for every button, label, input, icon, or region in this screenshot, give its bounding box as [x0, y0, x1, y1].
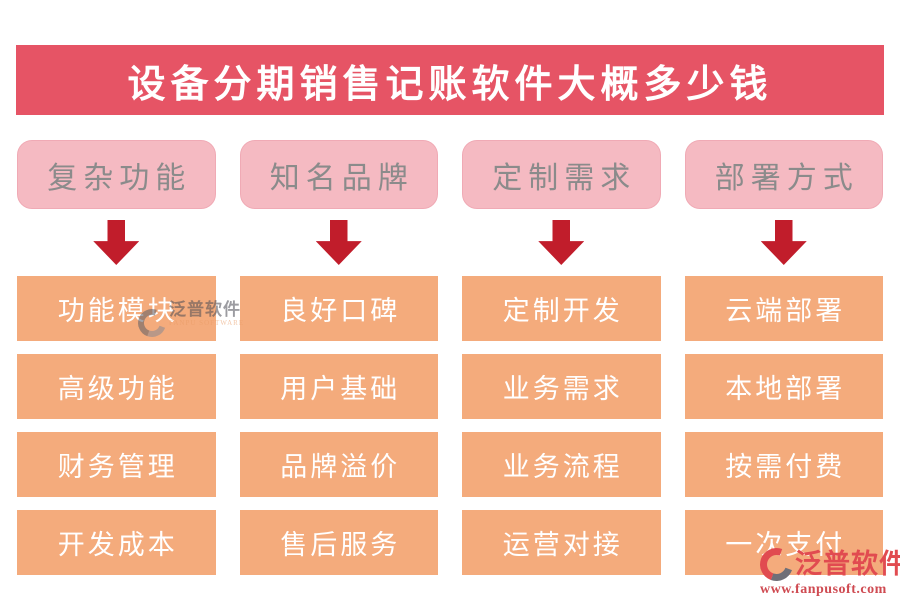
- column-header: 复杂功能: [17, 140, 216, 209]
- list-item: 功能模块: [17, 276, 216, 341]
- list-item: 一次支付: [684, 510, 883, 575]
- footer-website: www.fanpusoft.com: [760, 582, 887, 597]
- column-complex-features: 复杂功能 功能模块 高级功能 财务管理 开发成本: [17, 140, 216, 575]
- arrow-down-icon: [93, 220, 140, 265]
- list-item: 业务需求: [462, 354, 661, 419]
- list-item: 品牌溢价: [239, 432, 438, 497]
- list-item: 定制开发: [462, 276, 661, 341]
- column-known-brand: 知名品牌 良好口碑 用户基础 品牌溢价 售后服务: [239, 140, 438, 575]
- column-custom-needs: 定制需求 定制开发 业务需求 业务流程 运营对接: [462, 140, 661, 575]
- list-item: 云端部署: [684, 276, 883, 341]
- list-item: 财务管理: [17, 432, 216, 497]
- list-item: 运营对接: [462, 510, 661, 575]
- column-header: 部署方式: [684, 140, 883, 209]
- list-item: 按需付费: [684, 432, 883, 497]
- list-item: 良好口碑: [239, 276, 438, 341]
- arrow-down-icon: [315, 220, 362, 265]
- column-header: 定制需求: [462, 140, 661, 209]
- arrow-down-icon: [760, 220, 807, 265]
- column-header: 知名品牌: [239, 140, 438, 209]
- list-item: 业务流程: [462, 432, 661, 497]
- list-item: 售后服务: [239, 510, 438, 575]
- columns-grid: 复杂功能 功能模块 高级功能 财务管理 开发成本 知名品牌 良好口碑 用户基础 …: [17, 140, 883, 575]
- arrow-down-icon: [538, 220, 585, 265]
- footer-logo: 泛普软件 www.fanpusoft.com: [754, 542, 900, 598]
- list-item: 用户基础: [239, 354, 438, 419]
- page-title: 设备分期销售记账软件大概多少钱: [16, 45, 884, 115]
- list-item: 高级功能: [17, 354, 216, 419]
- column-deployment: 部署方式 云端部署 本地部署 按需付费 一次支付: [684, 140, 883, 575]
- list-item: 本地部署: [684, 354, 883, 419]
- list-item: 开发成本: [17, 510, 216, 575]
- footer-brand: 泛普软件: [795, 549, 900, 579]
- fanpu-logo-icon: [754, 542, 799, 587]
